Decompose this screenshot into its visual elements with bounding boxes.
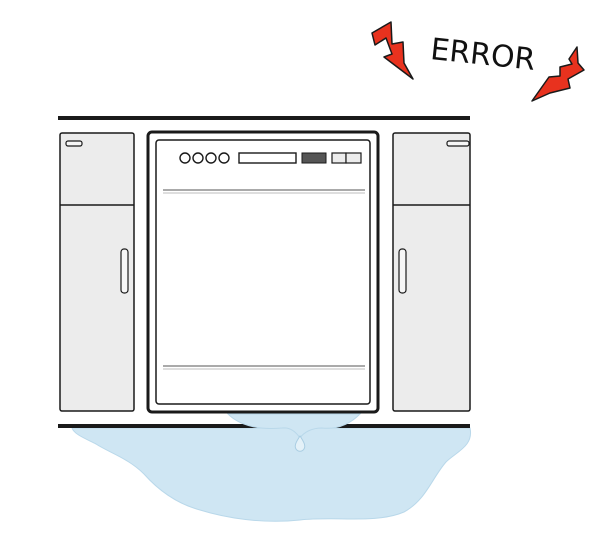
control-knob [218, 152, 230, 164]
drawer-handle [446, 140, 470, 147]
right-cabinet [392, 132, 471, 412]
drawer-handle [65, 140, 83, 147]
control-button [345, 152, 362, 164]
control-button [331, 152, 347, 164]
door-handle [398, 248, 407, 294]
dark-display [301, 152, 327, 164]
control-knob [192, 152, 204, 164]
display-panel [238, 152, 297, 164]
control-panel [179, 152, 362, 164]
countertop [58, 116, 470, 120]
control-knob [179, 152, 191, 164]
door-handle [120, 248, 129, 294]
lightning-bolt-icon [531, 46, 585, 102]
dishwasher [146, 130, 380, 414]
water-puddle [71, 427, 472, 522]
left-cabinet [59, 132, 135, 412]
error-label: ERROR [429, 32, 537, 78]
water-drop [294, 435, 306, 452]
control-knob [205, 152, 217, 164]
lightning-bolt-icon [371, 21, 414, 80]
